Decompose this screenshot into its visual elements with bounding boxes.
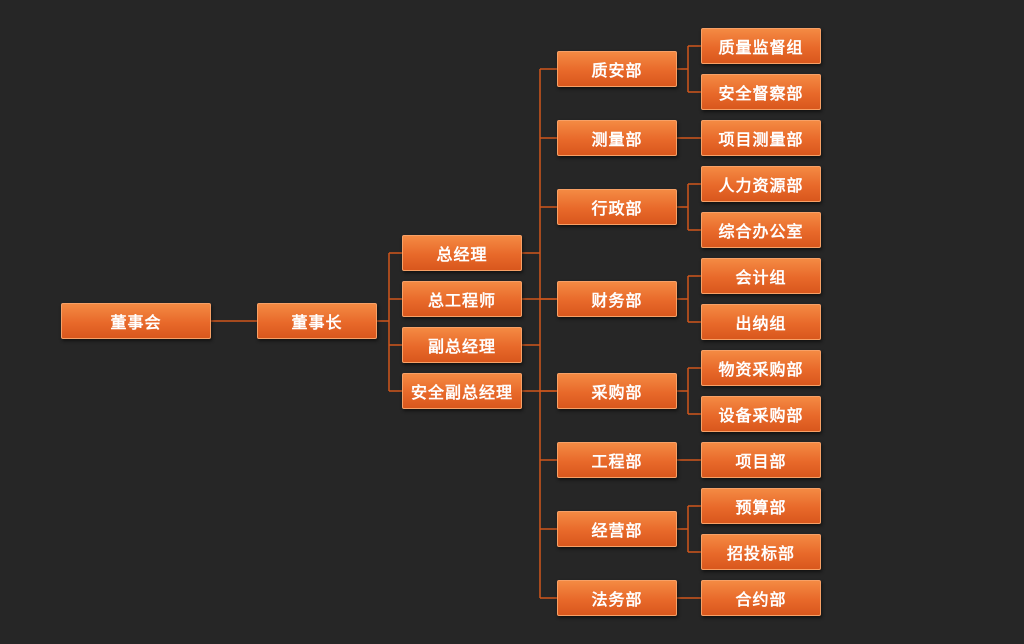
node-sub-project: 项目部 [701, 442, 821, 478]
node-sub-safety-inspection: 安全督察部 [701, 74, 821, 110]
node-sub-project-survey: 项目测量部 [701, 120, 821, 156]
node-dept-finance: 财务部 [557, 281, 677, 317]
node-dept-operations: 经营部 [557, 511, 677, 547]
node-dept-legal: 法务部 [557, 580, 677, 616]
node-dept-survey: 测量部 [557, 120, 677, 156]
node-dept-administration: 行政部 [557, 189, 677, 225]
node-sub-budget: 预算部 [701, 488, 821, 524]
node-dept-engineering: 工程部 [557, 442, 677, 478]
node-sub-equipment-purchasing: 设备采购部 [701, 396, 821, 432]
node-deputy-general-manager: 副总经理 [402, 327, 522, 363]
node-board: 董事会 [61, 303, 211, 339]
node-sub-contracts: 合约部 [701, 580, 821, 616]
node-sub-materials-purchasing: 物资采购部 [701, 350, 821, 386]
node-safety-deputy-manager: 安全副总经理 [402, 373, 522, 409]
node-sub-quality-supervision: 质量监督组 [701, 28, 821, 64]
node-dept-quality-safety: 质安部 [557, 51, 677, 87]
node-sub-general-office: 综合办公室 [701, 212, 821, 248]
node-sub-cashier: 出纳组 [701, 304, 821, 340]
node-sub-human-resources: 人力资源部 [701, 166, 821, 202]
node-general-manager: 总经理 [402, 235, 522, 271]
node-sub-bidding: 招投标部 [701, 534, 821, 570]
node-chief-engineer: 总工程师 [402, 281, 522, 317]
node-dept-purchasing: 采购部 [557, 373, 677, 409]
node-chairman: 董事长 [257, 303, 377, 339]
node-sub-accounting: 会计组 [701, 258, 821, 294]
